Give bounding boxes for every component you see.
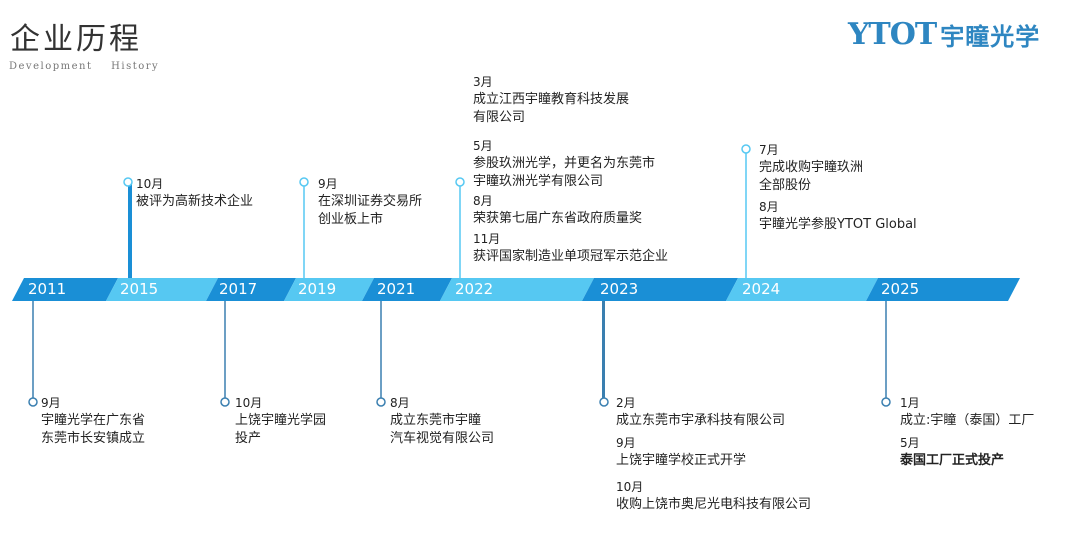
event-text: 投产 bbox=[235, 431, 262, 446]
year-label-2021: 2021 bbox=[377, 280, 416, 298]
event-text: 有限公司 bbox=[473, 110, 526, 125]
ribbon-segment bbox=[284, 278, 374, 301]
year-label-2023: 2023 bbox=[600, 280, 639, 298]
event-month: 5月 bbox=[473, 139, 493, 153]
event-text: 成立江西宇瞳教育科技发展 bbox=[473, 92, 630, 107]
event-text: 泰国工厂正式投产 bbox=[900, 453, 1005, 468]
year-label-2025: 2025 bbox=[881, 280, 920, 298]
event-month: 5月 bbox=[900, 436, 920, 450]
event-month: 10月 bbox=[136, 177, 164, 191]
event-month: 10月 bbox=[235, 396, 263, 410]
event-text: 宇瞳光学参股YTOT Global bbox=[759, 217, 917, 232]
connector-dot-2023 bbox=[599, 397, 609, 407]
event-text: 上饶宇瞳学校正式开学 bbox=[616, 453, 747, 468]
event-text: 全部股份 bbox=[759, 178, 812, 193]
connector-dot-2019 bbox=[299, 177, 309, 187]
event-text: 收购上饶市奥尼光电科技有限公司 bbox=[616, 497, 812, 512]
event-text: 在深圳证券交易所 bbox=[318, 194, 423, 209]
event-text: 成立东莞市宇瞳 bbox=[390, 413, 482, 428]
event-text: 荣获第七届广东省政府质量奖 bbox=[473, 211, 643, 226]
page-title: 企业历程 bbox=[10, 22, 142, 57]
event-text: 被评为高新技术企业 bbox=[136, 194, 254, 209]
logo-cn: 宇瞳光学 bbox=[940, 22, 1041, 51]
event-text: 成立东莞市宇承科技有限公司 bbox=[616, 413, 786, 428]
company-logo: YTOT 宇瞳光学 bbox=[848, 14, 1040, 54]
event-2022-mar: 3月 成立江西宇瞳教育科技发展 有限公司 bbox=[473, 73, 629, 127]
event-text: 完成收购宇瞳玖洲 bbox=[759, 160, 864, 175]
event-text: 获评国家制造业单项冠军示范企业 bbox=[473, 249, 669, 264]
connector-dot-2021 bbox=[376, 397, 386, 407]
event-2015: 10月 被评为高新技术企业 bbox=[136, 175, 253, 211]
event-month: 9月 bbox=[318, 177, 338, 191]
connector-dot-2024 bbox=[741, 144, 751, 154]
event-2019: 9月 在深圳证券交易所 创业板上市 bbox=[318, 175, 422, 229]
event-text: 创业板上市 bbox=[318, 212, 384, 227]
connector-dot-2011 bbox=[28, 397, 38, 407]
year-label-2019: 2019 bbox=[298, 280, 337, 298]
event-text: 宇瞳玖洲光学有限公司 bbox=[473, 174, 604, 189]
ribbon-segment bbox=[440, 278, 594, 301]
ribbon-segment bbox=[106, 278, 218, 301]
event-month: 7月 bbox=[759, 143, 779, 157]
event-2011: 9月 宇瞳光学在广东省 东莞市长安镇成立 bbox=[41, 394, 145, 448]
event-month: 2月 bbox=[616, 396, 636, 410]
event-2023-oct: 10月 收购上饶市奥尼光电科技有限公司 bbox=[616, 478, 811, 514]
connector-2015 bbox=[128, 182, 132, 278]
event-month: 9月 bbox=[41, 396, 61, 410]
event-2024-aug: 8月 宇瞳光学参股YTOT Global bbox=[759, 198, 917, 234]
event-text: 上饶宇瞳光学园 bbox=[235, 413, 327, 428]
event-month: 1月 bbox=[900, 396, 920, 410]
event-2022-nov: 11月 获评国家制造业单项冠军示范企业 bbox=[473, 230, 668, 266]
connector-dot-2015 bbox=[123, 177, 133, 187]
ribbon-segment bbox=[582, 278, 738, 301]
ribbon-segment bbox=[12, 278, 118, 301]
event-month: 10月 bbox=[616, 480, 644, 494]
event-text: 参股玖洲光学，并更名为东莞市 bbox=[473, 156, 656, 171]
year-label-2017: 2017 bbox=[219, 280, 258, 298]
event-2025-may: 5月 泰国工厂正式投产 bbox=[900, 434, 1004, 470]
event-2022-aug: 8月 荣获第七届广东省政府质量奖 bbox=[473, 192, 642, 228]
year-label-2011: 2011 bbox=[28, 280, 67, 298]
timeline-ribbon bbox=[12, 278, 1020, 301]
event-month: 9月 bbox=[616, 436, 636, 450]
connector-dot-2022 bbox=[455, 177, 465, 187]
ribbon-segment bbox=[206, 278, 296, 301]
year-label-2022: 2022 bbox=[455, 280, 494, 298]
year-label-2024: 2024 bbox=[742, 280, 781, 298]
event-2025-jan: 1月 成立:宇瞳（泰国）工厂 bbox=[900, 394, 1034, 430]
event-2023-feb: 2月 成立东莞市宇承科技有限公司 bbox=[616, 394, 785, 430]
ribbon-segment bbox=[866, 278, 1020, 301]
event-2022-may: 5月 参股玖洲光学，并更名为东莞市 宇瞳玖洲光学有限公司 bbox=[473, 137, 655, 191]
event-text: 汽车视觉有限公司 bbox=[390, 431, 495, 446]
event-month: 11月 bbox=[473, 232, 501, 246]
connector-dot-2017 bbox=[220, 397, 230, 407]
event-month: 8月 bbox=[759, 200, 779, 214]
event-month: 8月 bbox=[390, 396, 410, 410]
logo-en: YTOT bbox=[848, 16, 937, 52]
event-2017: 10月 上饶宇瞳光学园 投产 bbox=[235, 394, 326, 448]
event-month: 8月 bbox=[473, 194, 493, 208]
upper-connectors bbox=[123, 144, 751, 278]
event-2023-sep: 9月 上饶宇瞳学校正式开学 bbox=[616, 434, 746, 470]
event-month: 3月 bbox=[473, 75, 493, 89]
connector-2023 bbox=[602, 301, 605, 398]
event-text: 东莞市长安镇成立 bbox=[41, 431, 146, 446]
ribbon-segment bbox=[362, 278, 452, 301]
event-2021: 8月 成立东莞市宇瞳 汽车视觉有限公司 bbox=[390, 394, 494, 448]
connector-dot-2025 bbox=[881, 397, 891, 407]
year-label-2015: 2015 bbox=[120, 280, 159, 298]
event-text: 成立:宇瞳（泰国）工厂 bbox=[900, 413, 1035, 428]
ribbon-segment bbox=[726, 278, 878, 301]
event-text: 宇瞳光学在广东省 bbox=[41, 413, 146, 428]
page-subtitle: Development History bbox=[9, 61, 160, 72]
lower-connectors bbox=[28, 301, 891, 407]
event-2024-jul: 7月 完成收购宇瞳玖洲 全部股份 bbox=[759, 141, 863, 195]
